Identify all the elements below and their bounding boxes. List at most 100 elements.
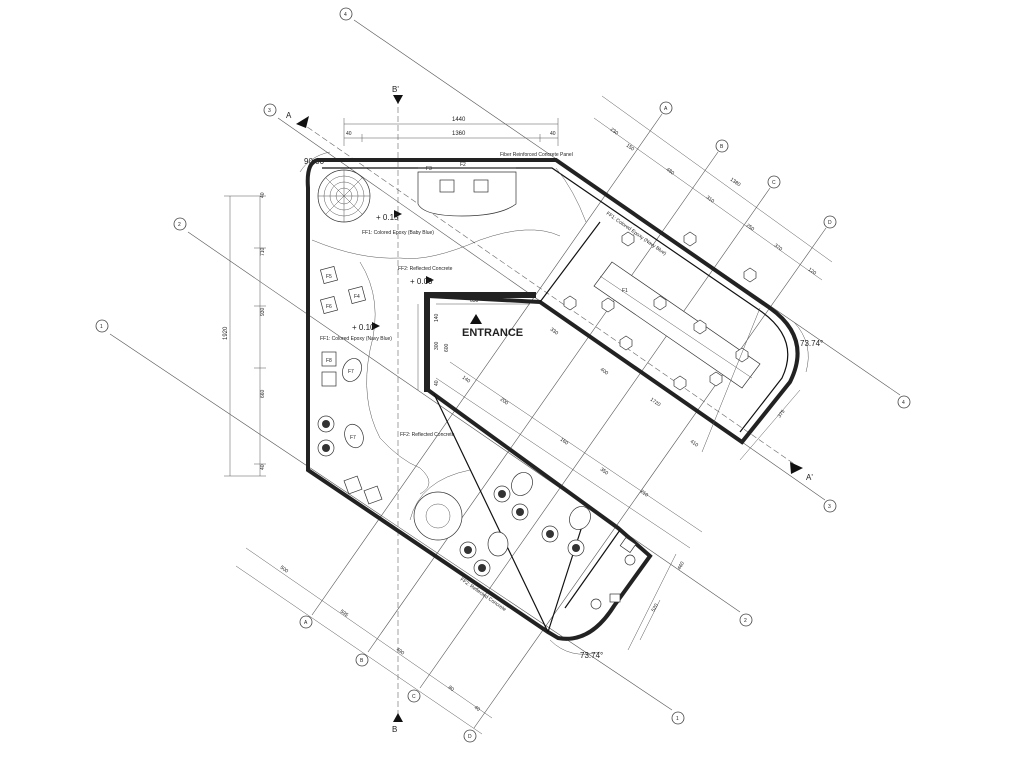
tag-f4: F4 (354, 294, 360, 300)
dim-diag-490: 490 (395, 647, 405, 657)
tag-f7: F7 (348, 369, 354, 375)
svg-text:B: B (360, 658, 364, 664)
section-b-prime-label: B' (392, 85, 399, 94)
service-room (590, 536, 637, 610)
grid-bubble-a-top (659, 101, 673, 115)
grid-bubble-c-top (767, 175, 781, 189)
dim-top-right: 40 (550, 131, 556, 137)
section-a-prime-label: A' (806, 473, 813, 482)
level-000: + 0.00 (410, 277, 433, 286)
grid-bubble-2-bottom (739, 613, 753, 627)
dim-diag-1720: 1720 (649, 397, 662, 408)
ff1-navy-blue-label: FF1: Colored Epoxy (Navy Blue) (320, 336, 392, 342)
tag-f6: F6 (326, 304, 332, 310)
angle-top: 90.00° (304, 157, 327, 166)
svg-text:1: 1 (676, 716, 679, 722)
dim-left-2: 710 (260, 247, 266, 256)
svg-text:1: 1 (100, 324, 103, 330)
dim-top-left: 40 (346, 131, 352, 137)
dim-diag-520: 520 (651, 603, 660, 613)
dim-diag-350: 350 (599, 467, 609, 477)
dim-entrance-width: 650 (470, 298, 479, 304)
svg-text:A: A (664, 106, 668, 112)
svg-text:3: 3 (268, 108, 271, 114)
dim-diag-150: 150 (625, 143, 635, 153)
svg-text:4: 4 (902, 400, 905, 406)
grid-bubble-c-bottom (407, 689, 421, 703)
svg-text:D: D (468, 734, 472, 740)
ff2-reflected-mid-label: FF2: Reflected Concrete (400, 432, 455, 438)
svg-text:2: 2 (744, 618, 747, 624)
dim-diag-310: 310 (705, 195, 715, 205)
section-b-label: B (392, 725, 397, 734)
grid-bubble-b-top (715, 139, 729, 153)
section-a-left-arrow-icon (296, 116, 309, 128)
furniture-tags: F5 F4 F6 F8 F7 F7 F1 F2 F3 (326, 162, 628, 441)
hex-tags (563, 231, 757, 391)
svg-text:2: 2 (178, 222, 181, 228)
dim-top-inner: 1360 (452, 131, 466, 137)
fiber-concrete-label: Fiber Reinforced Concrete Panel (500, 152, 573, 158)
svg-text:4: 4 (344, 12, 347, 18)
floor-zones (311, 167, 587, 521)
tag-f3: F3 (426, 166, 432, 172)
svg-text:D: D (828, 220, 832, 226)
entrance-arrow-icon (470, 314, 482, 324)
section-b-top-arrow-icon (393, 95, 403, 104)
dim-diag-1380: 1380 (729, 177, 742, 188)
display-table (593, 261, 761, 389)
grid-bubble-2-top (173, 217, 187, 231)
grid-bubble-3-top (263, 103, 277, 117)
section-lines (296, 95, 803, 722)
building-walls (305, 158, 800, 641)
dim-left-3: 930 (260, 307, 266, 316)
entrance-label: ENTRANCE (462, 327, 523, 339)
dim-diag-500: 500 (279, 565, 289, 575)
dim-top-overall: 1440 (452, 117, 466, 123)
svg-text:C: C (772, 180, 776, 186)
grid-bubble-3-bottom (823, 499, 837, 513)
grid-bubble-1-bottom (671, 711, 685, 725)
dim-diag-200: 200 (499, 397, 509, 407)
dim-entrance-40: 40 (434, 380, 440, 386)
dimension-lines (224, 95, 833, 735)
dim-entrance-140: 140 (434, 313, 440, 322)
egg-tables (342, 358, 591, 557)
dim-diag-250: 250 (745, 223, 755, 233)
dim-diag-375: 375 (777, 409, 787, 419)
dim-left-overall: 1920 (223, 326, 229, 340)
dim-diag-370: 370 (773, 243, 783, 253)
dim-entrance-600: 600 (444, 343, 450, 352)
grid-bubble-d-top (823, 215, 837, 229)
tag-f7b: F7 (350, 435, 356, 441)
section-a-right-arrow-icon (790, 462, 803, 474)
tag-f8: F8 (326, 358, 332, 364)
dim-diag-160: 160 (559, 437, 569, 447)
grid-bubble-1-top (95, 319, 109, 333)
svg-text:B: B (720, 144, 724, 150)
grid-bubble-4-bottom (897, 395, 911, 409)
dim-diag-80: 80 (447, 685, 455, 693)
dim-diag-480: 480 (665, 167, 675, 177)
section-a-label: A (286, 111, 292, 120)
ff1-baby-blue-label: FF1: Colored Epoxy (Baby Blue) (362, 230, 434, 236)
dim-left-5: 40 (260, 464, 266, 470)
dim-diag-400: 400 (599, 367, 609, 377)
dim-diag-595: 595 (339, 609, 349, 619)
dim-diag-410: 410 (689, 439, 699, 449)
furniture-blocks (319, 265, 383, 505)
tag-f1: F1 (622, 288, 628, 294)
grid-lines (109, 19, 901, 729)
angle-bottom: 73.74° (580, 651, 603, 660)
round-stools (317, 415, 585, 577)
ff2-reflected-top-label: FF2: Reflected Concrete (398, 266, 453, 272)
round-feature (413, 491, 463, 541)
dim-diag-40: 40 (473, 705, 481, 713)
dim-diag-140: 140 (461, 375, 471, 385)
grid-bubble-b-bottom (355, 653, 369, 667)
grid-bubble-d-bottom (463, 729, 477, 743)
dimension-text: 1440 1360 40 40 1920 40 710 930 660 40 6… (223, 117, 817, 713)
tag-f5: F5 (326, 274, 332, 280)
grid-bubble-a-bottom (299, 615, 313, 629)
level-010: + 0.10 (352, 323, 375, 332)
